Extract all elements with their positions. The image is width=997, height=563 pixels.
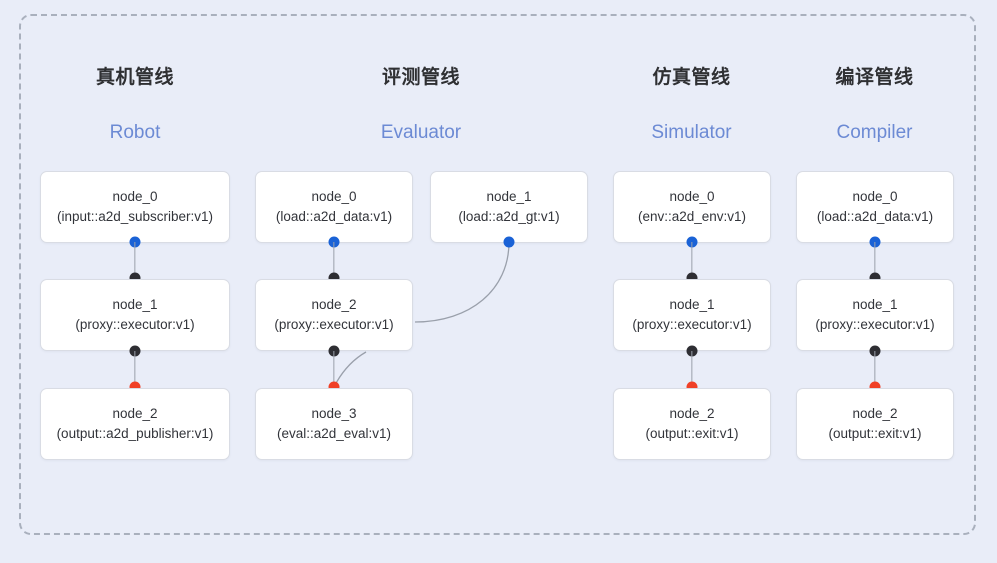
edge-evaluator-2-3 <box>333 351 335 387</box>
edge-robot-1-2 <box>134 351 136 387</box>
port-dot-in-evaluator-2[interactable] <box>328 272 340 284</box>
node-box-robot-2[interactable]: node_2 (output::a2d_publisher:v1) <box>40 388 230 460</box>
node-type: (proxy::executor:v1) <box>274 317 394 332</box>
pipeline-group-frame <box>19 14 976 535</box>
column-title-en-robot: Robot <box>109 122 161 143</box>
node-type: (proxy::executor:v1) <box>75 317 195 332</box>
node-id: node_2 <box>669 406 715 422</box>
node-box-simulator-1[interactable]: node_1 (proxy::executor:v1) <box>613 279 771 351</box>
column-title-cn-evaluator: 评测管线 <box>381 67 460 88</box>
column-header-evaluator: 评测管线 Evaluator <box>255 62 587 144</box>
node-type: (load::a2d_gt:v1) <box>458 209 560 224</box>
node-type: (load::a2d_data:v1) <box>816 209 934 224</box>
node-id: node_0 <box>669 189 715 205</box>
node-id: node_2 <box>112 406 158 422</box>
port-dot-in-robot-2[interactable] <box>129 381 141 393</box>
node-id: node_2 <box>311 297 357 313</box>
column-title-cn-robot: 真机管线 <box>95 67 174 88</box>
port-dot-in-compiler-2[interactable] <box>869 381 881 393</box>
node-id: node_2 <box>852 406 898 422</box>
node-id: node_3 <box>311 406 357 422</box>
node-type: (output::a2d_publisher:v1) <box>56 426 214 441</box>
node-box-evaluator-1[interactable]: node_1 (load::a2d_gt:v1) <box>430 171 588 243</box>
node-type: (input::a2d_subscriber:v1) <box>56 209 214 224</box>
column-title-en-evaluator: Evaluator <box>380 122 462 143</box>
node-id: node_1 <box>112 297 158 313</box>
node-type: (eval::a2d_eval:v1) <box>276 426 392 441</box>
node-id: node_1 <box>852 297 898 313</box>
node-box-compiler-1[interactable]: node_1 (proxy::executor:v1) <box>796 279 954 351</box>
edge-simulator-0-1 <box>691 242 693 278</box>
node-box-evaluator-2[interactable]: node_2 (proxy::executor:v1) <box>255 279 413 351</box>
edge-simulator-1-2 <box>691 351 693 387</box>
node-box-robot-0[interactable]: node_0 (input::a2d_subscriber:v1) <box>40 171 230 243</box>
node-box-compiler-2[interactable]: node_2 (output::exit:v1) <box>796 388 954 460</box>
node-box-compiler-0[interactable]: node_0 (load::a2d_data:v1) <box>796 171 954 243</box>
node-box-robot-1[interactable]: node_1 (proxy::executor:v1) <box>40 279 230 351</box>
port-dot-in-evaluator-3[interactable] <box>328 381 340 393</box>
node-id: node_1 <box>669 297 715 313</box>
node-id: node_0 <box>852 189 898 205</box>
column-header-compiler: 编译管线 Compiler <box>796 62 953 144</box>
column-title-cn-simulator: 仿真管线 <box>652 67 731 88</box>
column-title-en-compiler: Compiler <box>836 122 913 143</box>
node-type: (output::exit:v1) <box>828 426 922 441</box>
node-box-evaluator-3[interactable]: node_3 (eval::a2d_eval:v1) <box>255 388 413 460</box>
port-dot-out-evaluator-1[interactable] <box>503 236 515 248</box>
port-dot-in-robot-1[interactable] <box>129 272 141 284</box>
edge-robot-0-1 <box>134 242 136 278</box>
edge-compiler-1-2 <box>874 351 876 387</box>
node-type: (proxy::executor:v1) <box>632 317 752 332</box>
node-type: (load::a2d_data:v1) <box>275 209 393 224</box>
node-box-simulator-2[interactable]: node_2 (output::exit:v1) <box>613 388 771 460</box>
node-id: node_1 <box>486 189 532 205</box>
port-dot-in-compiler-1[interactable] <box>869 272 881 284</box>
node-box-evaluator-0[interactable]: node_0 (load::a2d_data:v1) <box>255 171 413 243</box>
column-header-robot: 真机管线 Robot <box>40 62 230 144</box>
node-id: node_0 <box>311 189 357 205</box>
port-dot-in-simulator-2[interactable] <box>686 381 698 393</box>
node-box-simulator-0[interactable]: node_0 (env::a2d_env:v1) <box>613 171 771 243</box>
node-type: (env::a2d_env:v1) <box>637 209 747 224</box>
edge-compiler-0-1 <box>874 242 876 278</box>
node-type: (proxy::executor:v1) <box>815 317 935 332</box>
node-type: (output::exit:v1) <box>645 426 739 441</box>
edge-evaluator-0-2 <box>333 242 335 278</box>
column-title-en-simulator: Simulator <box>651 122 732 143</box>
node-id: node_0 <box>112 189 158 205</box>
port-dot-in-simulator-1[interactable] <box>686 272 698 284</box>
column-header-simulator: 仿真管线 Simulator <box>613 62 770 144</box>
column-title-cn-compiler: 编译管线 <box>835 67 914 88</box>
